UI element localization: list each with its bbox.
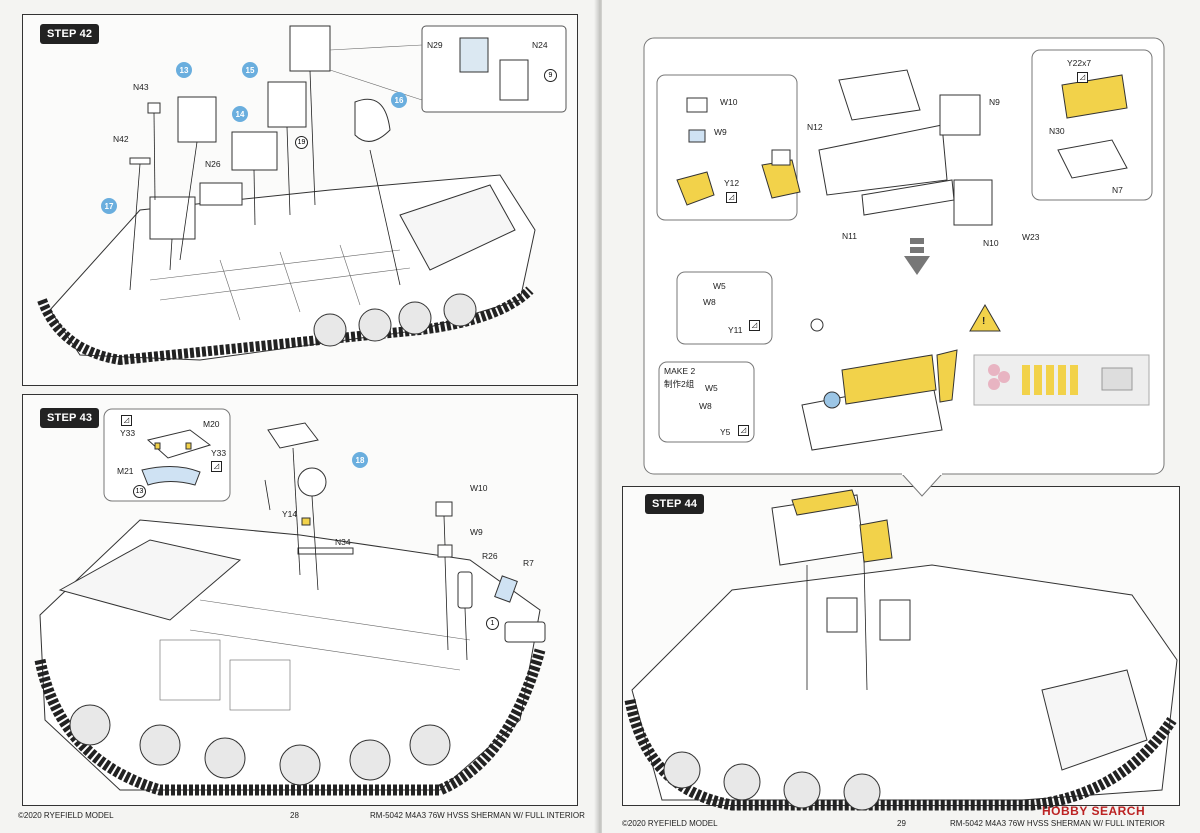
circled-number-19: 19 xyxy=(295,136,308,149)
make-2-note: MAKE 2 xyxy=(664,366,696,376)
part-label-m21: M21 xyxy=(117,466,134,476)
part-label-n26: N26 xyxy=(205,159,221,169)
part-label-w8: W8 xyxy=(703,297,716,307)
footer-copyright: ©2020 RYEFIELD MODEL xyxy=(18,811,114,820)
part-label-w5: W5 xyxy=(713,281,726,291)
footer-page-number: 29 xyxy=(897,819,906,828)
footer-page-number: 28 xyxy=(290,811,299,820)
part-label-n9: N9 xyxy=(989,97,1000,107)
part-label-w8-b: W8 xyxy=(699,401,712,411)
check-mark-icon: ◿ xyxy=(121,415,132,426)
check-mark-icon: ◿ xyxy=(726,192,737,203)
left-page: STEP 42 xyxy=(0,0,598,833)
part-label-n29: N29 xyxy=(427,40,443,50)
callout-bubble-16: 16 xyxy=(391,92,407,108)
callout-bubble-17: 17 xyxy=(101,198,117,214)
step42-drawing xyxy=(37,25,567,366)
part-label-y11: Y11 xyxy=(728,325,743,335)
part-label-n43: N43 xyxy=(133,82,149,92)
part-label-y12: Y12 xyxy=(724,178,740,188)
footer-product-name: RM-5042 M4A3 76W HVSS SHERMAN W/ FULL IN… xyxy=(950,819,1165,828)
part-label-n12: N12 xyxy=(807,122,823,132)
step43-drawing xyxy=(34,408,546,796)
check-mark-icon: ◿ xyxy=(738,425,749,436)
step43-title: STEP 43 xyxy=(40,408,100,428)
part-label-w10: W10 xyxy=(720,97,738,107)
circled-number-1: 1 xyxy=(486,617,499,630)
check-mark-icon: ◿ xyxy=(749,320,760,331)
check-mark-icon: ◿ xyxy=(1077,72,1088,83)
part-label-w10: W10 xyxy=(470,483,488,493)
callout-bubble-14: 14 xyxy=(232,106,248,122)
part-label-n34: N34 xyxy=(335,537,351,547)
part-label-m20: M20 xyxy=(203,419,220,429)
step44-title: STEP 44 xyxy=(645,494,705,514)
hobby-search-watermark: HOBBY SEARCH xyxy=(1042,804,1146,818)
part-label-y5: Y5 xyxy=(720,427,731,437)
part-label-w9: W9 xyxy=(470,527,483,537)
part-label-w9: W9 xyxy=(714,127,727,137)
step44-drawing xyxy=(624,37,1178,811)
part-label-y22x7: Y22x7 xyxy=(1067,58,1092,68)
part-label-w5-b: W5 xyxy=(705,383,718,393)
part-label-n11: N11 xyxy=(842,231,857,241)
part-label-n10: N10 xyxy=(983,238,999,248)
right-page: W10 W9 Y12 ◿ N12 N9 N11 N10 W23 Y22x7 ◿ … xyxy=(602,0,1200,833)
callout-bubble-13: 13 xyxy=(176,62,192,78)
part-label-r26: R26 xyxy=(482,551,498,561)
circled-number-9: 9 xyxy=(544,69,557,82)
check-mark-icon: ◿ xyxy=(211,461,222,472)
part-label-n24: N24 xyxy=(532,40,548,50)
callout-bubble-18: 18 xyxy=(352,452,368,468)
callout-bubble-15: 15 xyxy=(242,62,258,78)
warning-icon: ! xyxy=(982,316,986,327)
part-label-y33-left: Y33 xyxy=(120,428,136,438)
footer-copyright: ©2020 RYEFIELD MODEL xyxy=(622,819,718,828)
footer-product-name: RM-5042 M4A3 76W HVSS SHERMAN W/ FULL IN… xyxy=(370,811,585,820)
part-label-r7: R7 xyxy=(523,558,534,568)
part-label-n30: N30 xyxy=(1049,126,1065,136)
circled-number-13: 13 xyxy=(133,485,146,498)
step42-title: STEP 42 xyxy=(40,24,100,44)
part-label-w23: W23 xyxy=(1022,232,1040,242)
make-2-note-chinese: 制作2组 xyxy=(664,379,695,389)
part-label-n42: N42 xyxy=(113,134,129,144)
part-label-n7: N7 xyxy=(1112,185,1123,195)
part-label-y14: Y14 xyxy=(282,509,298,519)
part-label-y33-right: Y33 xyxy=(211,448,227,458)
